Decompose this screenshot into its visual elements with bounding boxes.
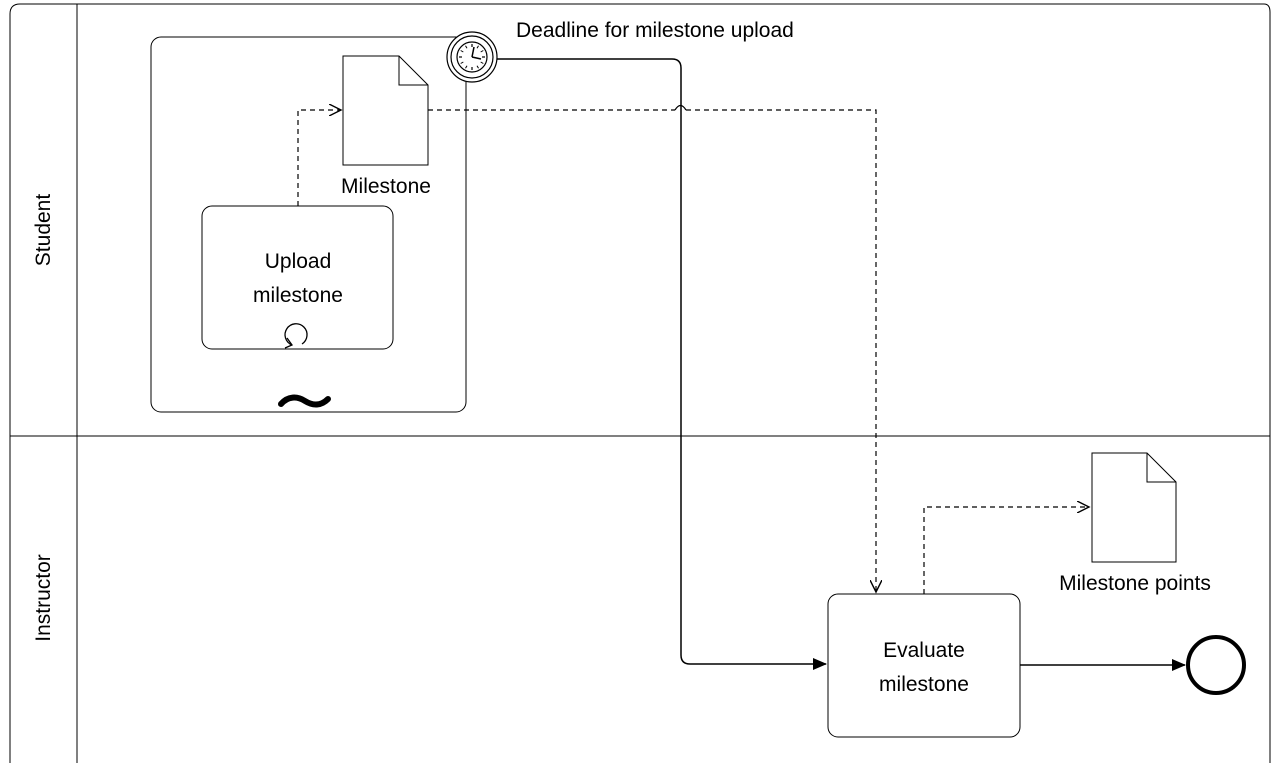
task-upload-milestone[interactable]: Upload milestone xyxy=(201,205,394,350)
task-evaluate-label-line2: milestone xyxy=(879,673,969,696)
data-object-milestone-label: Milestone xyxy=(341,175,431,198)
end-event-icon[interactable] xyxy=(1186,635,1246,695)
document-icon xyxy=(1091,452,1177,563)
lane-instructor-label: Instructor xyxy=(32,554,55,642)
task-evaluate-label-line1: Evaluate xyxy=(883,639,965,662)
task-upload-box[interactable] xyxy=(201,205,394,350)
task-evaluate-box[interactable] xyxy=(827,593,1021,738)
data-object-milestone-points-label: Milestone points xyxy=(1059,572,1211,595)
association-evaluate-to-points xyxy=(923,507,1089,594)
sequence-flow-timer-to-evaluate xyxy=(497,58,827,670)
tilde-icon xyxy=(278,394,331,408)
lane-instructor: Instructor xyxy=(32,554,55,642)
lane-student-label: Student xyxy=(32,194,55,267)
data-object-milestone-points[interactable]: Milestone points xyxy=(1059,452,1211,595)
timer-event-label: Deadline for milestone upload xyxy=(516,19,794,42)
pool-border xyxy=(9,3,1271,763)
task-evaluate-milestone[interactable]: Evaluate milestone xyxy=(827,593,1021,738)
subprocess-box[interactable] xyxy=(150,36,467,413)
association-upload-to-milestone xyxy=(297,110,341,206)
task-upload-label-line2: milestone xyxy=(253,284,343,307)
adhoc-subprocess[interactable] xyxy=(150,36,467,413)
document-icon xyxy=(342,55,429,166)
association-milestone-to-evaluate xyxy=(428,109,876,592)
timer-boundary-event[interactable]: Deadline for milestone upload xyxy=(446,19,794,83)
data-object-milestone[interactable]: Milestone xyxy=(341,55,431,198)
pool xyxy=(9,3,1271,763)
clock-icon xyxy=(456,41,488,73)
task-upload-label-line1: Upload xyxy=(265,250,332,273)
lane-student: Student xyxy=(32,194,55,267)
loop-icon xyxy=(284,323,308,349)
